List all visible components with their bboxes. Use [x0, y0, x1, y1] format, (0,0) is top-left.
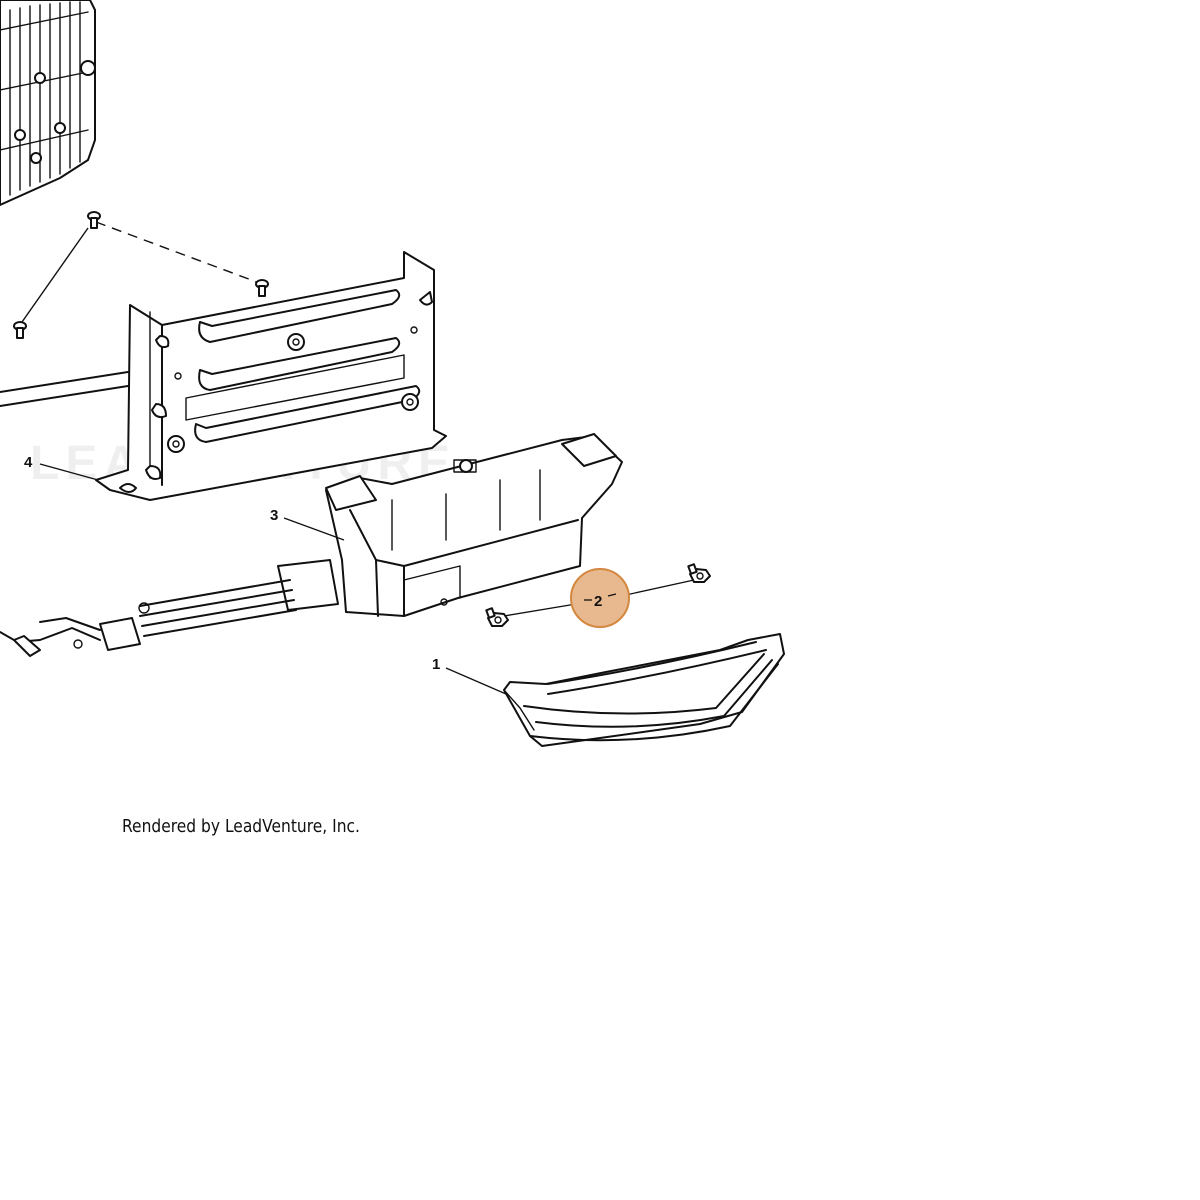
mounting-screws-upper [13, 211, 269, 339]
heat-sink-housing [0, 0, 96, 206]
charge-port-housing-part-3 [325, 433, 623, 617]
callout-label-2[interactable]: 2 [594, 593, 602, 610]
trim-bezel-part-1 [503, 633, 785, 747]
wiring-harness [0, 559, 339, 657]
callout-leaders [39, 463, 507, 695]
callout-label-1[interactable]: 1 [432, 656, 440, 673]
callout-label-3[interactable]: 3 [270, 507, 278, 524]
support-rod [0, 371, 129, 407]
mounting-bracket-part-4 [95, 251, 447, 501]
callout-2-highlight-circle[interactable] [570, 568, 630, 628]
callout-label-4[interactable]: 4 [24, 454, 33, 471]
rendered-by-caption: Rendered by LeadVenture, Inc. [122, 816, 360, 837]
